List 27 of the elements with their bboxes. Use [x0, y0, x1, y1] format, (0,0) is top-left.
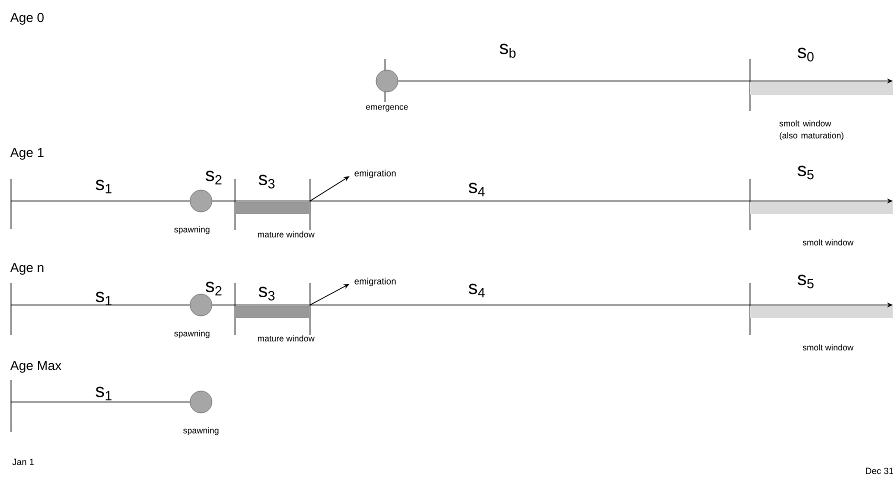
node-text: emigration — [354, 278, 396, 286]
stage-label: s$_{4}$ — [468, 284, 485, 298]
node-label: spawning — [183, 427, 218, 436]
stage-label: s$_{2}$ — [206, 170, 222, 184]
row-heading: Age 1 — [10, 148, 44, 160]
date-label: Jan 1 — [12, 458, 34, 466]
node-label: smolt window — [802, 239, 854, 246]
date-label: Dec 31 — [866, 468, 893, 474]
node-label: spawning — [174, 330, 210, 338]
row-heading: Age 0 — [10, 12, 44, 25]
timeline — [10, 304, 190, 306]
timeline — [10, 200, 190, 202]
stage-label: s$_{1}$ — [96, 180, 112, 194]
row-heading: Age Max — [10, 361, 62, 373]
stage-label: s$_{1}$ — [96, 292, 112, 306]
node-label: emergence — [366, 105, 408, 112]
stage-label: s$_{b}$ — [500, 44, 516, 58]
node-label: mature window — [258, 335, 315, 342]
node-text: emigration — [354, 170, 396, 178]
node-label: smolt window (also maturation) — [779, 120, 844, 140]
node-label: smolt window — [802, 344, 854, 350]
stage-label: s$_{2}$ — [206, 282, 222, 296]
node-label: spawning — [174, 226, 210, 234]
stage-label: s$_{4}$ — [468, 182, 485, 196]
node-label: mature window — [258, 231, 315, 238]
row-heading: Age n — [10, 263, 44, 275]
stage-label: s$_{1}$ — [96, 386, 112, 400]
